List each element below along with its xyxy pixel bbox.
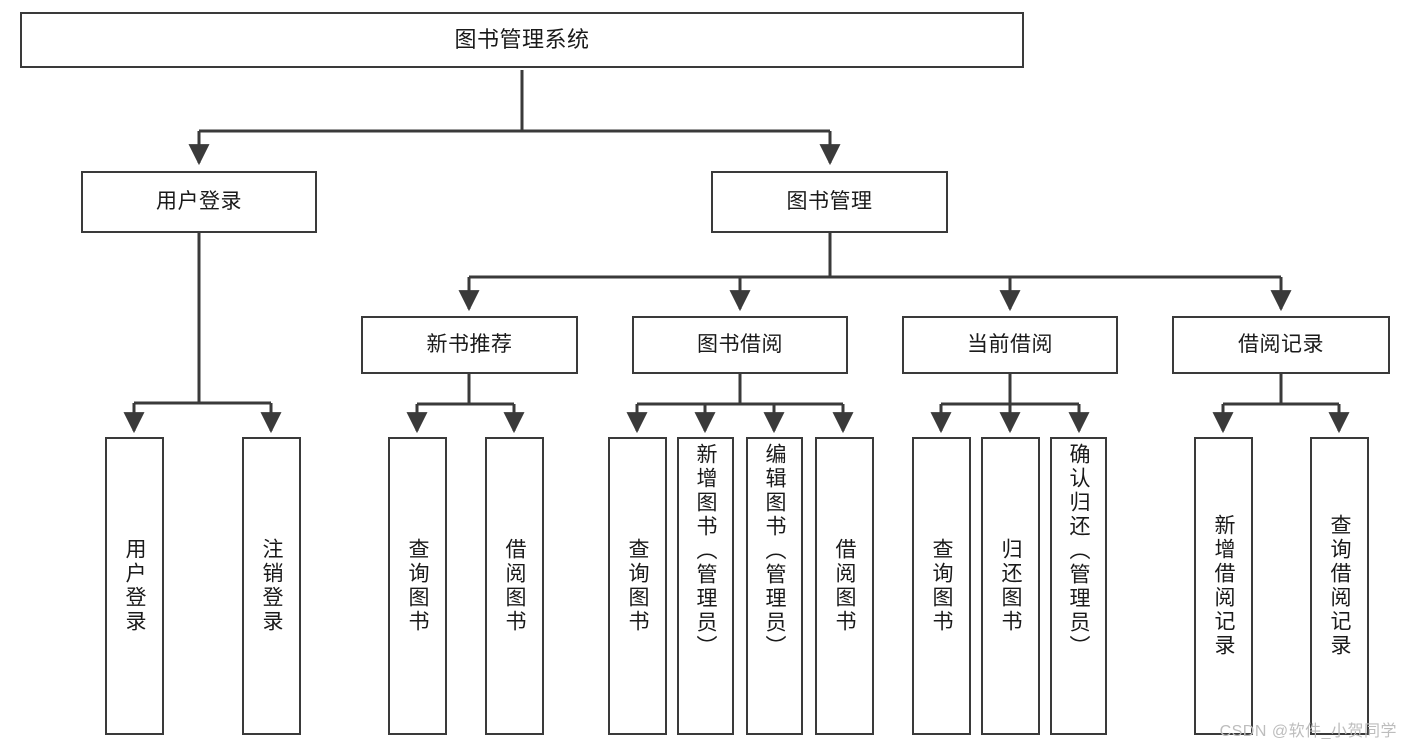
node-leaf-query-record[interactable]: 查询借阅记录 [1310,437,1369,735]
node-label: 编辑图书（管理员） [763,443,786,659]
node-leaf-user-logout[interactable]: 注销登录 [242,437,301,735]
node-label: 归还图书 [999,538,1022,634]
node-label: 借阅图书 [833,538,856,634]
node-new-book-recommend[interactable]: 新书推荐 [361,316,578,374]
node-current-borrow[interactable]: 当前借阅 [902,316,1118,374]
node-borrow-record[interactable]: 借阅记录 [1172,316,1390,374]
node-label: 注销登录 [260,538,283,634]
csdn-watermark: CSDN @软件_小贺同学 [1219,723,1397,740]
node-label: 图书管理系统 [454,27,590,53]
node-leaf-borrow-book-1[interactable]: 借阅图书 [485,437,544,735]
node-leaf-confirm-return[interactable]: 确认归还（管理员） [1050,437,1107,735]
node-label: 图书借阅 [697,332,783,356]
node-label: 借阅图书 [503,538,526,634]
node-label: 用户登录 [156,189,242,213]
node-book-manage[interactable]: 图书管理 [711,171,948,233]
node-label: 新增借阅记录 [1212,514,1235,658]
node-label: 查询图书 [930,538,953,634]
node-user-login[interactable]: 用户登录 [81,171,317,233]
node-label: 新书推荐 [426,332,513,356]
node-label: 查询图书 [626,538,649,634]
node-leaf-query-book-1[interactable]: 查询图书 [388,437,447,735]
node-leaf-add-record[interactable]: 新增借阅记录 [1194,437,1253,735]
node-label: 图书管理 [786,189,873,213]
node-label: 借阅记录 [1238,332,1324,356]
node-label: 用户登录 [123,538,146,634]
node-label: 新增图书（管理员） [694,443,717,659]
node-leaf-query-book-3[interactable]: 查询图书 [912,437,971,735]
node-leaf-return-book[interactable]: 归还图书 [981,437,1040,735]
node-root-system[interactable]: 图书管理系统 [20,12,1024,68]
node-label: 查询图书 [406,538,429,634]
node-leaf-borrow-book-2[interactable]: 借阅图书 [815,437,874,735]
node-leaf-user-login[interactable]: 用户登录 [105,437,164,735]
node-label: 查询借阅记录 [1328,514,1351,658]
node-book-borrow[interactable]: 图书借阅 [632,316,848,374]
node-label: 当前借阅 [967,332,1053,356]
node-label: 确认归还（管理员） [1067,443,1090,659]
node-leaf-query-book-2[interactable]: 查询图书 [608,437,667,735]
node-leaf-add-book[interactable]: 新增图书（管理员） [677,437,734,735]
node-leaf-edit-book[interactable]: 编辑图书（管理员） [746,437,803,735]
